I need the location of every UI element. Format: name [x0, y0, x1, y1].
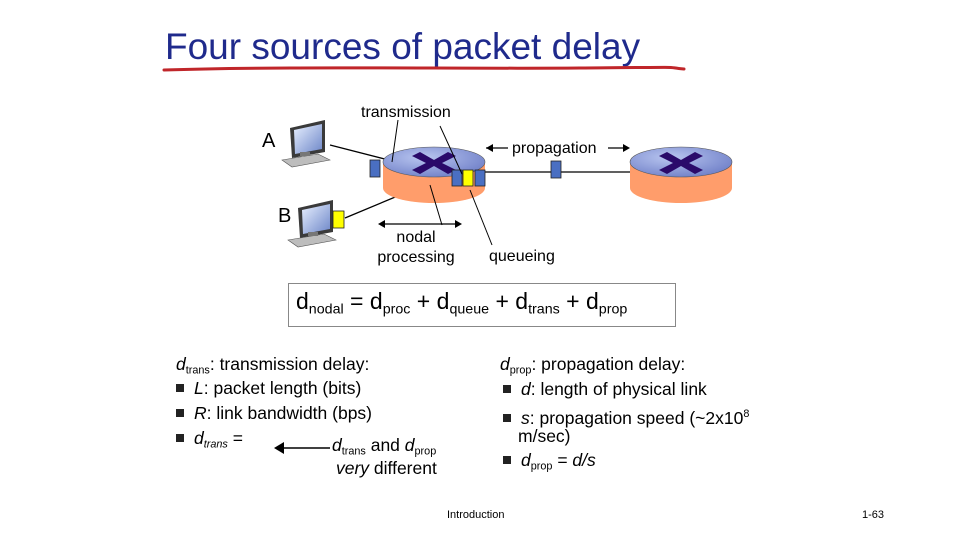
packet-icon — [451, 169, 463, 187]
footer-section-label: Introduction — [447, 509, 505, 521]
bullet-propagation-speed: s: propagation speed (~2x108 — [503, 402, 749, 430]
nodal-delay-formula: dnodal = dproc + dqueue + dtrans + dprop — [296, 288, 628, 318]
router-2-icon — [629, 146, 733, 203]
computer-b-icon — [287, 200, 337, 248]
nodal-processing-label: nodal processing — [377, 229, 455, 266]
packet-icon — [474, 169, 486, 187]
computer-a-icon — [281, 120, 331, 168]
propagation-delay-heading: dprop: propagation delay: — [500, 354, 686, 377]
packet-icon — [369, 159, 381, 178]
host-b-label: B — [278, 205, 292, 227]
propagation-label: propagation — [512, 140, 597, 157]
title-underline — [162, 65, 686, 72]
packet-icon — [462, 169, 474, 187]
bullet-link-length: d: length of physical link — [503, 377, 707, 401]
slide-title: Four sources of packet delay — [165, 26, 641, 67]
packet-icon — [332, 210, 345, 229]
dtrans-dprop-note: dtrans and dprop — [332, 435, 437, 458]
host-a-label: A — [262, 130, 276, 152]
queueing-label: queueing — [489, 248, 555, 265]
packet-icon — [550, 160, 562, 179]
formula-box — [288, 283, 676, 327]
transmission-delay-heading: dtrans: transmission delay: — [176, 354, 370, 377]
transmission-label: transmission — [361, 104, 451, 121]
bullet-dprop-formula: dprop = d/s — [503, 448, 596, 478]
propagation-speed-units: m/sec) — [518, 426, 571, 446]
bullet-link-bandwidth: R: link bandwidth (bps) — [176, 401, 372, 425]
very-different-note: very different — [336, 458, 437, 478]
slide-number: 1-63 — [862, 509, 885, 521]
bullet-dtrans-formula: dtrans = — [176, 426, 243, 456]
bullet-packet-length: L: packet length (bits) — [176, 376, 361, 400]
